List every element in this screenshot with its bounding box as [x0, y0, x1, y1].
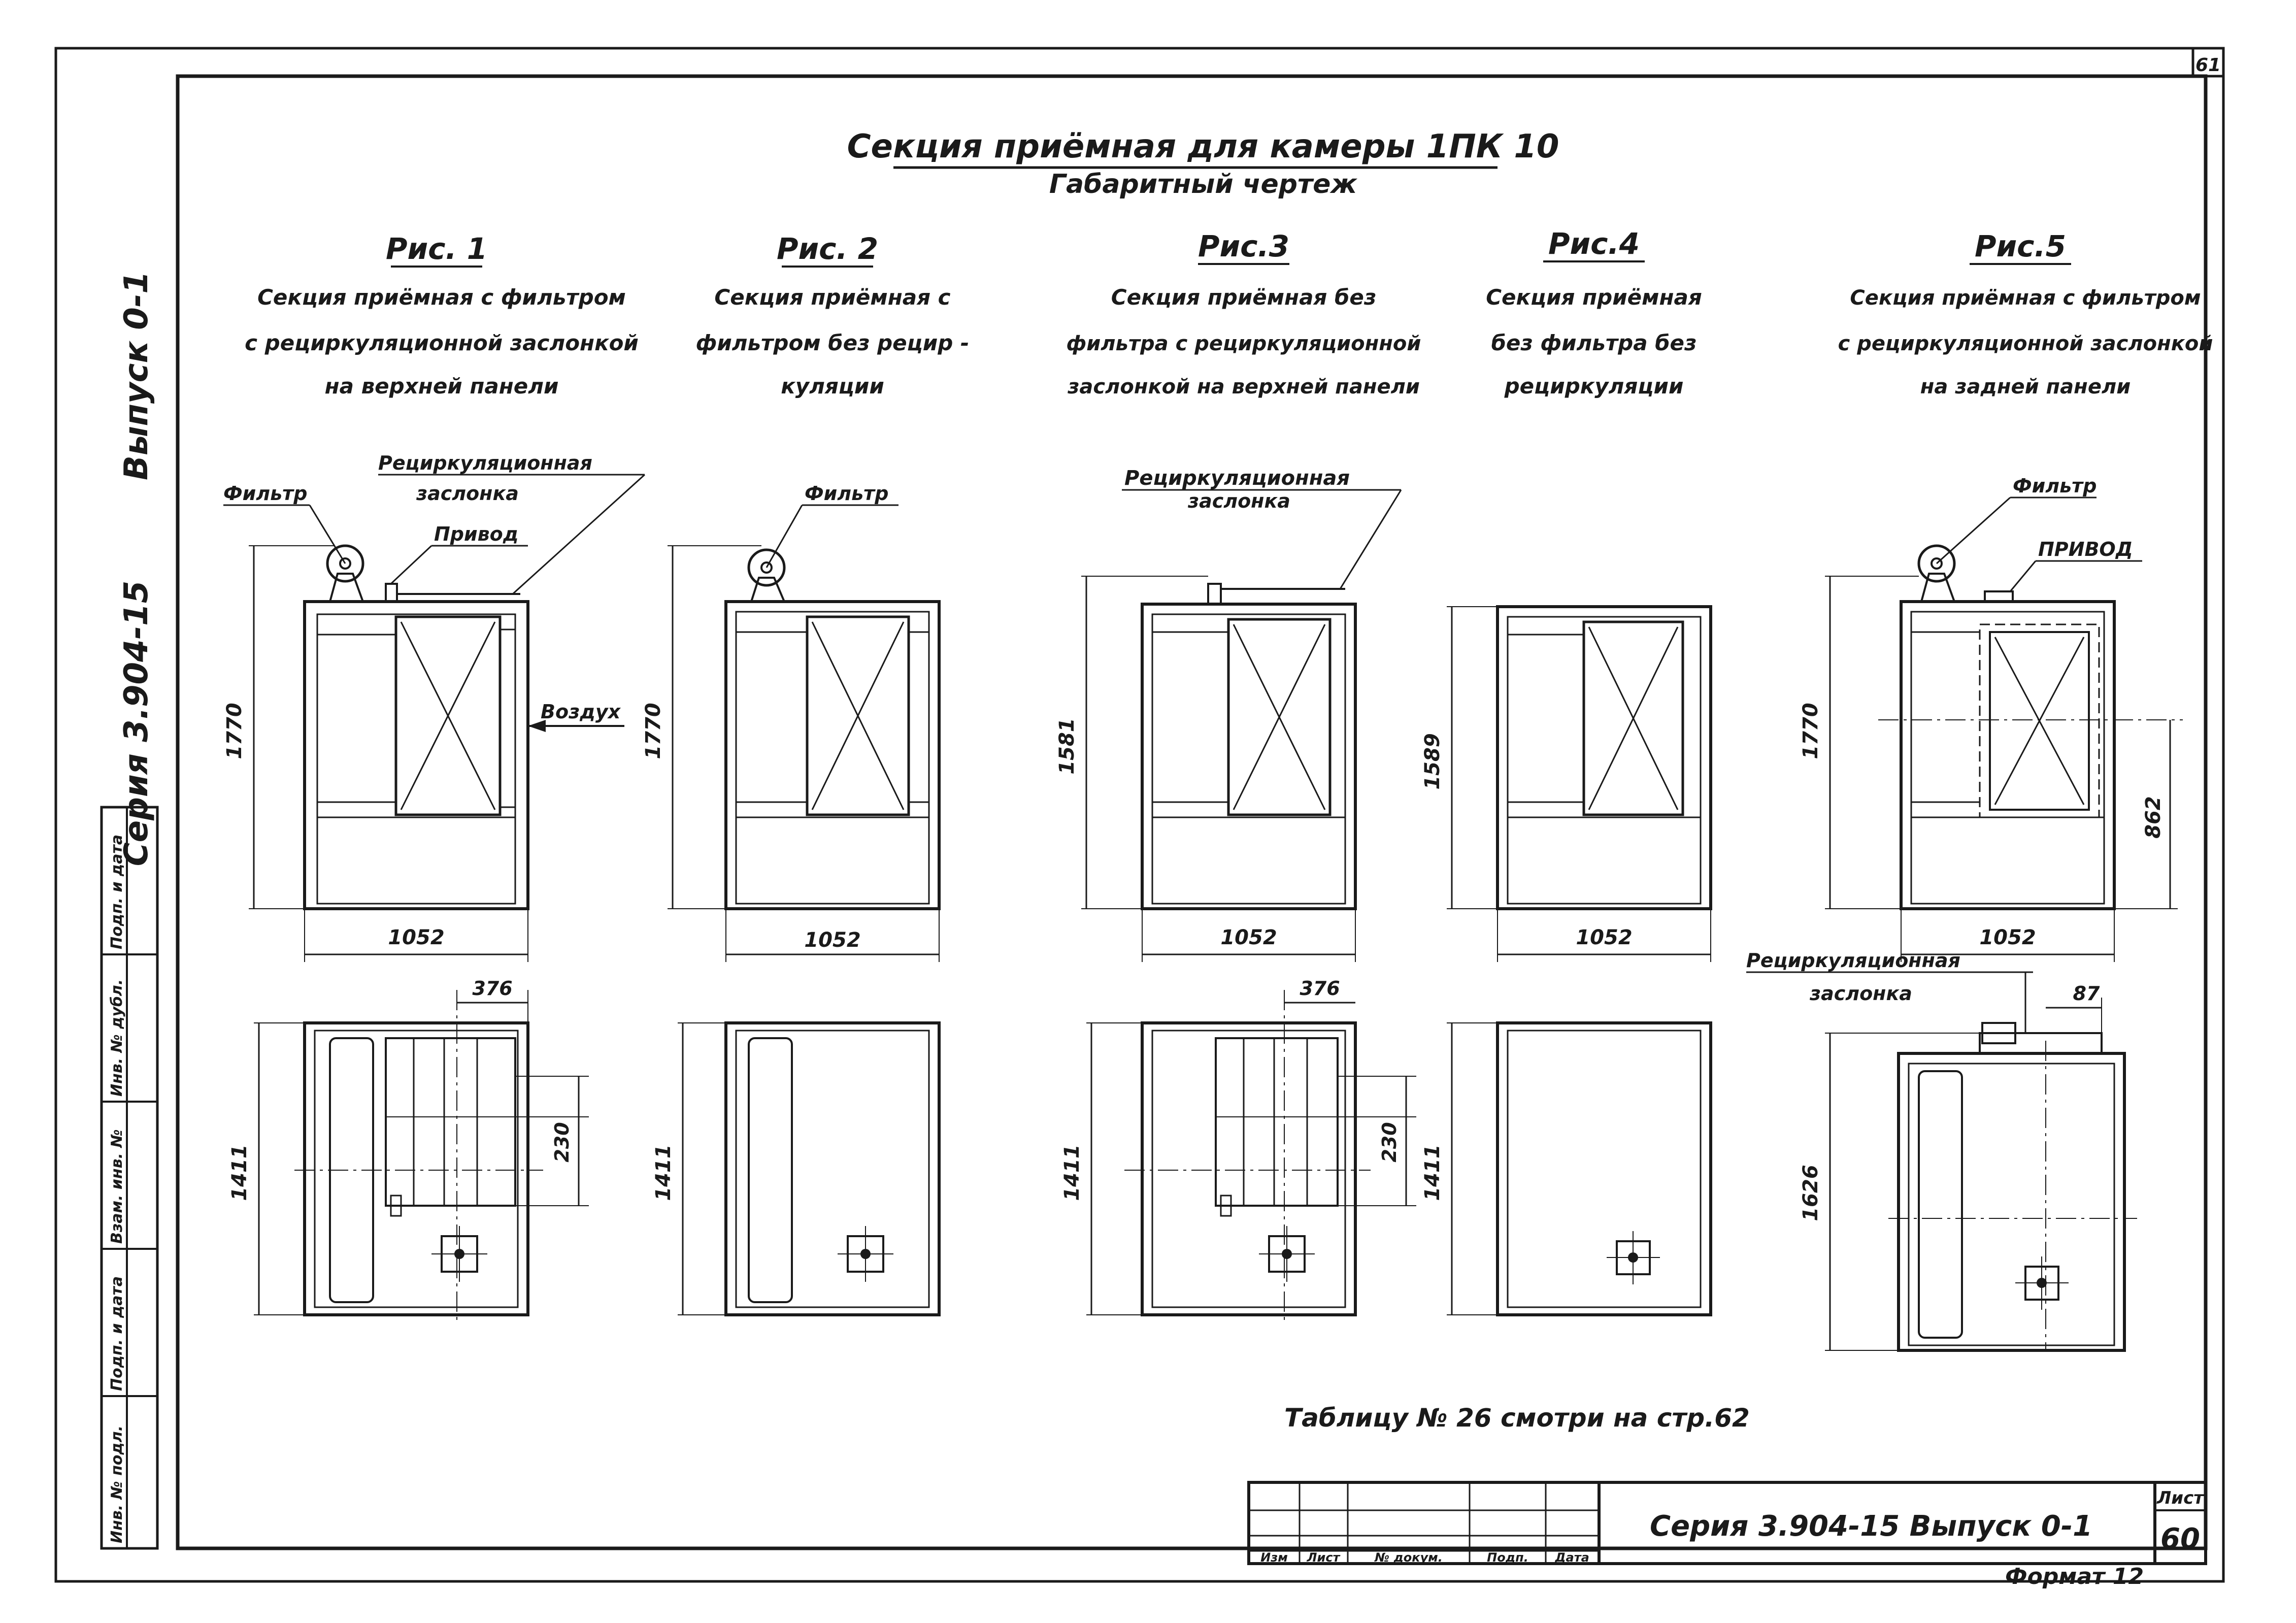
- fig1-376-dim: 376: [472, 977, 512, 1000]
- figure-5-plan: Рециркуляционная заслонка 87 1626: [1746, 949, 2137, 1352]
- fig1-desc-1: Секция приёмная с фильтром: [257, 285, 626, 310]
- fig1-damper-callout-2: заслонка: [416, 482, 519, 505]
- fig1-air-label: Воздух: [541, 701, 621, 723]
- fig2-filter-callout: Фильтр: [805, 482, 888, 505]
- fig5-desc-1: Секция приёмная с фильтром: [1850, 286, 2201, 310]
- fig3-desc-2: фильтра с рециркуляционной: [1067, 332, 1421, 355]
- fig5-damper-callout: Рециркуляционная: [1746, 949, 1960, 972]
- format-label: Формат 12: [2005, 1564, 2144, 1589]
- fig5-desc-2: с рециркуляционной заслонкой: [1838, 332, 2213, 355]
- tb-sheet-label: Лист: [2156, 1488, 2205, 1508]
- fig2-desc-1: Секция приёмная с: [714, 285, 950, 310]
- fig4-desc-2: без фильтра без: [1491, 330, 1697, 355]
- fig1-desc-3: на верхней панели: [325, 374, 559, 399]
- fig5-87-dim: 87: [2073, 982, 2100, 1005]
- tb-col-date: Дата: [1554, 1550, 1589, 1565]
- figure-headers: Рис. 1 Секция приёмная с фильтром с реци…: [245, 226, 2213, 399]
- side-table: [100, 806, 159, 1550]
- side-issue: Выпуск 0-1: [118, 271, 155, 480]
- fig5-desc-3: на задней панели: [1920, 375, 2131, 399]
- figure-4-elevation: 1589 1052: [1421, 605, 1712, 962]
- title-block: Изм Лист № докум. Подп. Дата Серия 3.904…: [1247, 1481, 2207, 1565]
- fig3-376-dim: 376: [1300, 977, 1340, 1000]
- fig5-1626-dim: 1626: [1799, 1165, 1822, 1221]
- figure-4-plan: 1411: [1421, 1021, 1712, 1316]
- outer-frame: [54, 47, 2225, 1583]
- fig4-width-dim: 1052: [1576, 926, 1632, 949]
- side-series: Серия 3.904-15: [118, 581, 155, 866]
- table-reference-note: Таблицу № 26 смотри на стр.62: [1284, 1403, 1750, 1433]
- fig3-desc-1: Секция приёмная без: [1111, 285, 1376, 310]
- inner-frame: [176, 74, 2208, 1550]
- fig3-230-dim: 230: [1378, 1122, 1401, 1162]
- fig1-230-dim: 230: [551, 1122, 573, 1162]
- fig2-desc-2: фильтром без рецир -: [696, 330, 970, 355]
- corner-box: [2191, 47, 2225, 78]
- fig5-width-dim: 1052: [1979, 926, 2036, 949]
- sheet-corner-number: 61: [2195, 55, 2221, 76]
- tb-sheet-number: 60: [2160, 1522, 2200, 1555]
- fig5-862-dim: 862: [2142, 796, 2165, 839]
- figure-1-plan: 376 230 1411: [228, 977, 589, 1320]
- fig5-damper-callout-2: заслонка: [1809, 982, 1912, 1005]
- tb-col-izm: Изм: [1260, 1550, 1288, 1565]
- figure-2-elevation: Фильтр 1770 1052: [642, 482, 941, 962]
- fig4-desc-3: рециркуляции: [1504, 374, 1684, 399]
- fig5-drive-callout: ПРИВОД: [2038, 538, 2133, 560]
- fig4-1411-dim: 1411: [1421, 1144, 1444, 1201]
- fig2-label: Рис. 2: [777, 231, 878, 266]
- fig1-drive-callout: Привод: [434, 523, 518, 545]
- figure-1-elevation: Фильтр Привод Рециркуляционная заслонка …: [223, 452, 646, 962]
- side-table-cell-4: Инв. № дубл.: [108, 979, 126, 1097]
- fig5-filter-callout: Фильтр: [2013, 475, 2097, 497]
- fig2-height-dim: 1770: [642, 703, 665, 759]
- figure-2-plan: 1411: [652, 1021, 941, 1316]
- fig3-1411-dim: 1411: [1060, 1144, 1084, 1201]
- figure-3-elevation: Рециркуляционная заслонка 1581 1052: [1055, 467, 1402, 962]
- fig4-height-dim: 1589: [1421, 733, 1444, 789]
- side-table-cell-1: Инв. № подл.: [108, 1426, 126, 1543]
- fig2-width-dim: 1052: [804, 929, 860, 952]
- fig3-damper-callout-2: заслонка: [1187, 490, 1290, 512]
- fig3-label: Рис.3: [1198, 229, 1289, 263]
- fig1-height-dim: 1770: [223, 703, 246, 759]
- side-table-cell-2: Подп. и дата: [108, 1276, 126, 1391]
- side-table-cell-5: Подп. и дата: [108, 835, 126, 949]
- figure-5-elevation: Фильтр ПРИВОД 1770 862 1052: [1799, 475, 2183, 962]
- fig4-desc-1: Секция приёмная: [1486, 285, 1702, 310]
- tb-series-issue: Серия 3.904-15 Выпуск 0-1: [1650, 1510, 2092, 1543]
- fig1-label: Рис. 1: [386, 231, 487, 266]
- fig2-1411-dim: 1411: [652, 1144, 675, 1201]
- fig5-label: Рис.5: [1975, 229, 2066, 263]
- fig1-1411-dim: 1411: [228, 1144, 251, 1201]
- fig3-desc-3: заслонкой на верхней панели: [1067, 375, 1420, 399]
- drawing-title: Секция приёмная для камеры 1ПК 10: [847, 128, 1559, 165]
- fig3-width-dim: 1052: [1220, 926, 1277, 949]
- fig5-height-dim: 1770: [1799, 703, 1822, 759]
- fig4-label: Рис.4: [1548, 226, 1640, 261]
- tb-col-list: Лист: [1307, 1550, 1341, 1565]
- tb-col-sign: Подп.: [1487, 1550, 1528, 1565]
- figure-3-plan: 376 230 1411: [1060, 977, 1416, 1320]
- side-table-cell-3: Взам. инв. №: [108, 1129, 126, 1244]
- fig3-height-dim: 1581: [1055, 718, 1079, 774]
- tb-col-doc: № докум.: [1374, 1550, 1443, 1565]
- fig1-damper-callout: Рециркуляционная: [378, 452, 592, 474]
- fig1-desc-2: с рециркуляционной заслонкой: [245, 330, 639, 355]
- fig3-damper-callout: Рециркуляционная: [1124, 467, 1350, 490]
- fig2-desc-3: куляции: [781, 374, 884, 399]
- fig1-width-dim: 1052: [388, 926, 444, 949]
- drawing-subtitle: Габаритный чертеж: [1049, 169, 1358, 200]
- fig1-filter-callout: Фильтр: [223, 482, 307, 505]
